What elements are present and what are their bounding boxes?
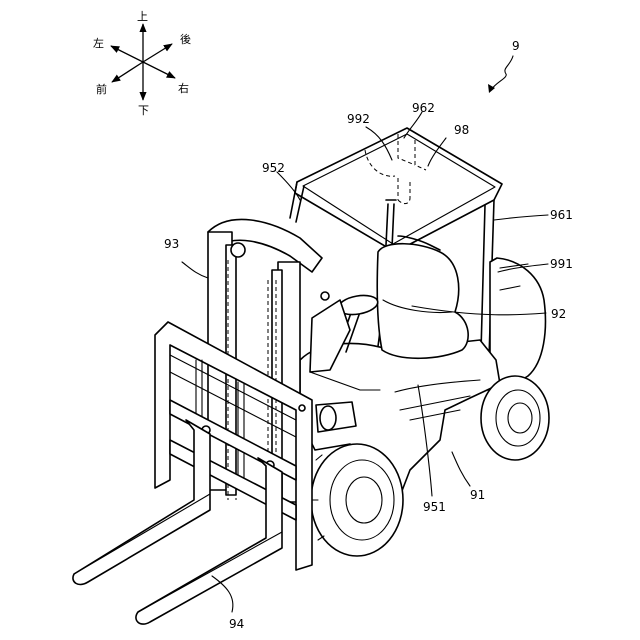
fork-left-tip xyxy=(74,494,210,574)
front-wheel xyxy=(311,444,403,556)
left-arrow xyxy=(111,46,143,62)
ref-91: 91 xyxy=(470,488,485,502)
roof-frame xyxy=(295,128,502,252)
ref-952: 952 xyxy=(262,161,285,175)
mast-pulley xyxy=(231,243,245,257)
ref-9: 9 xyxy=(512,39,520,53)
label-rear: 後 xyxy=(180,32,191,46)
carriage-bolt xyxy=(299,405,305,411)
ref-93: 93 xyxy=(164,237,179,251)
right-arrow xyxy=(143,62,175,78)
lever-knob xyxy=(321,292,329,300)
ref-951: 951 xyxy=(423,500,446,514)
ref-92: 92 xyxy=(551,307,566,321)
ref-962: 962 xyxy=(412,101,435,115)
ref-94: 94 xyxy=(229,617,244,631)
label-right: 右 xyxy=(178,81,189,95)
ref-98: 98 xyxy=(454,123,469,137)
roof-dashed-cutout xyxy=(398,134,426,170)
forklift-reference: 9 xyxy=(488,39,520,93)
ref-991: 991 xyxy=(550,257,573,271)
fork-left xyxy=(73,420,210,584)
counterweight xyxy=(490,258,545,384)
front-arrow xyxy=(112,62,143,82)
label-front: 前 xyxy=(96,82,107,96)
label-left: 左 xyxy=(93,37,104,50)
fork-right-tip xyxy=(138,532,282,612)
rear-arrow xyxy=(143,44,172,62)
seat xyxy=(377,244,468,359)
direction-compass: 上 後 左 前 右 下 xyxy=(93,10,191,117)
ref-992: 992 xyxy=(347,112,370,126)
roof-dashed-bracket xyxy=(365,150,410,204)
roof-frame-inner xyxy=(303,134,495,244)
ref-961: 961 xyxy=(550,208,573,222)
label-up: 上 xyxy=(137,10,148,23)
rear-wheel xyxy=(481,376,549,460)
label-down: 下 xyxy=(138,104,149,117)
